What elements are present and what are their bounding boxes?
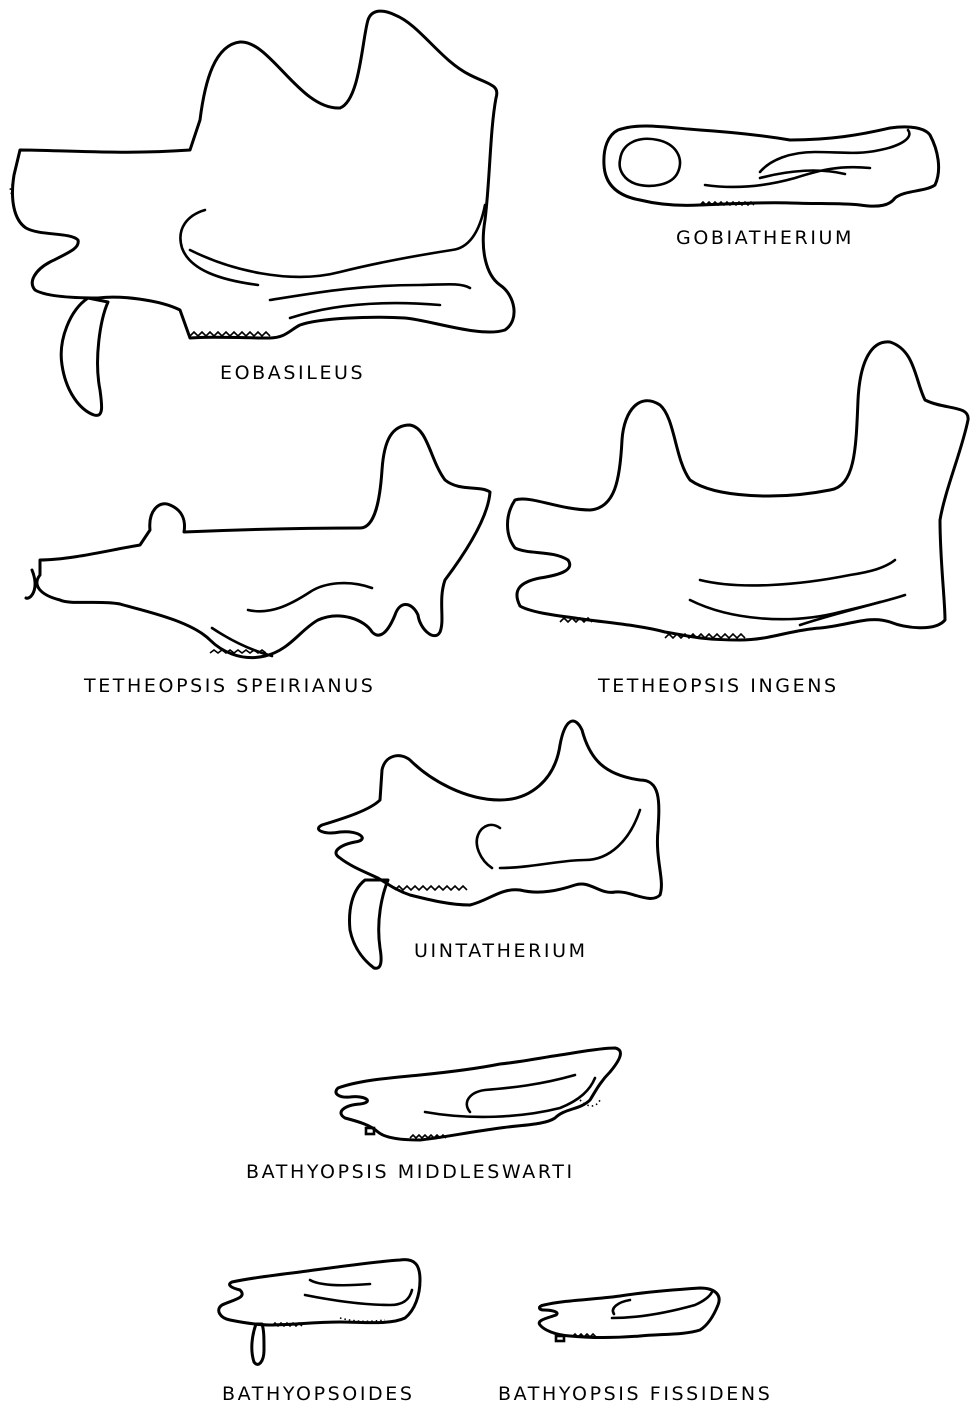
bathyopsis-fissidens-skull-drawing: [539, 1288, 719, 1341]
bathyopsis-middleswarti-skull-drawing: [336, 1048, 621, 1140]
eobasileus-label: EOBASILEUS: [220, 364, 365, 383]
bathyopsis-middleswarti-label: BATHYOPSIS MIDDLESWARTI: [246, 1163, 575, 1182]
eobasileus-skull-drawing: [10, 11, 514, 415]
gobiatherium-skull-drawing: [604, 126, 939, 206]
uintatherium-label: UINTATHERIUM: [414, 942, 588, 961]
bathyopsoides-skull-drawing: [219, 1260, 420, 1365]
uintatherium-skull-drawing: [318, 721, 661, 968]
tetheopsis-speirianus-label: TETHEOPSIS SPEIRIANUS: [84, 677, 375, 696]
tetheopsis-ingens-skull-drawing: [508, 342, 969, 640]
bathyopsoides-label: BATHYOPSOIDES: [222, 1385, 415, 1404]
bathyopsis-fissidens-label: BATHYOPSIS FISSIDENS: [498, 1385, 772, 1404]
tetheopsis-speirianus-skull-drawing: [26, 425, 490, 658]
tetheopsis-ingens-label: TETHEOPSIS INGENS: [598, 677, 839, 696]
gobiatherium-label: GOBIATHERIUM: [676, 229, 854, 248]
